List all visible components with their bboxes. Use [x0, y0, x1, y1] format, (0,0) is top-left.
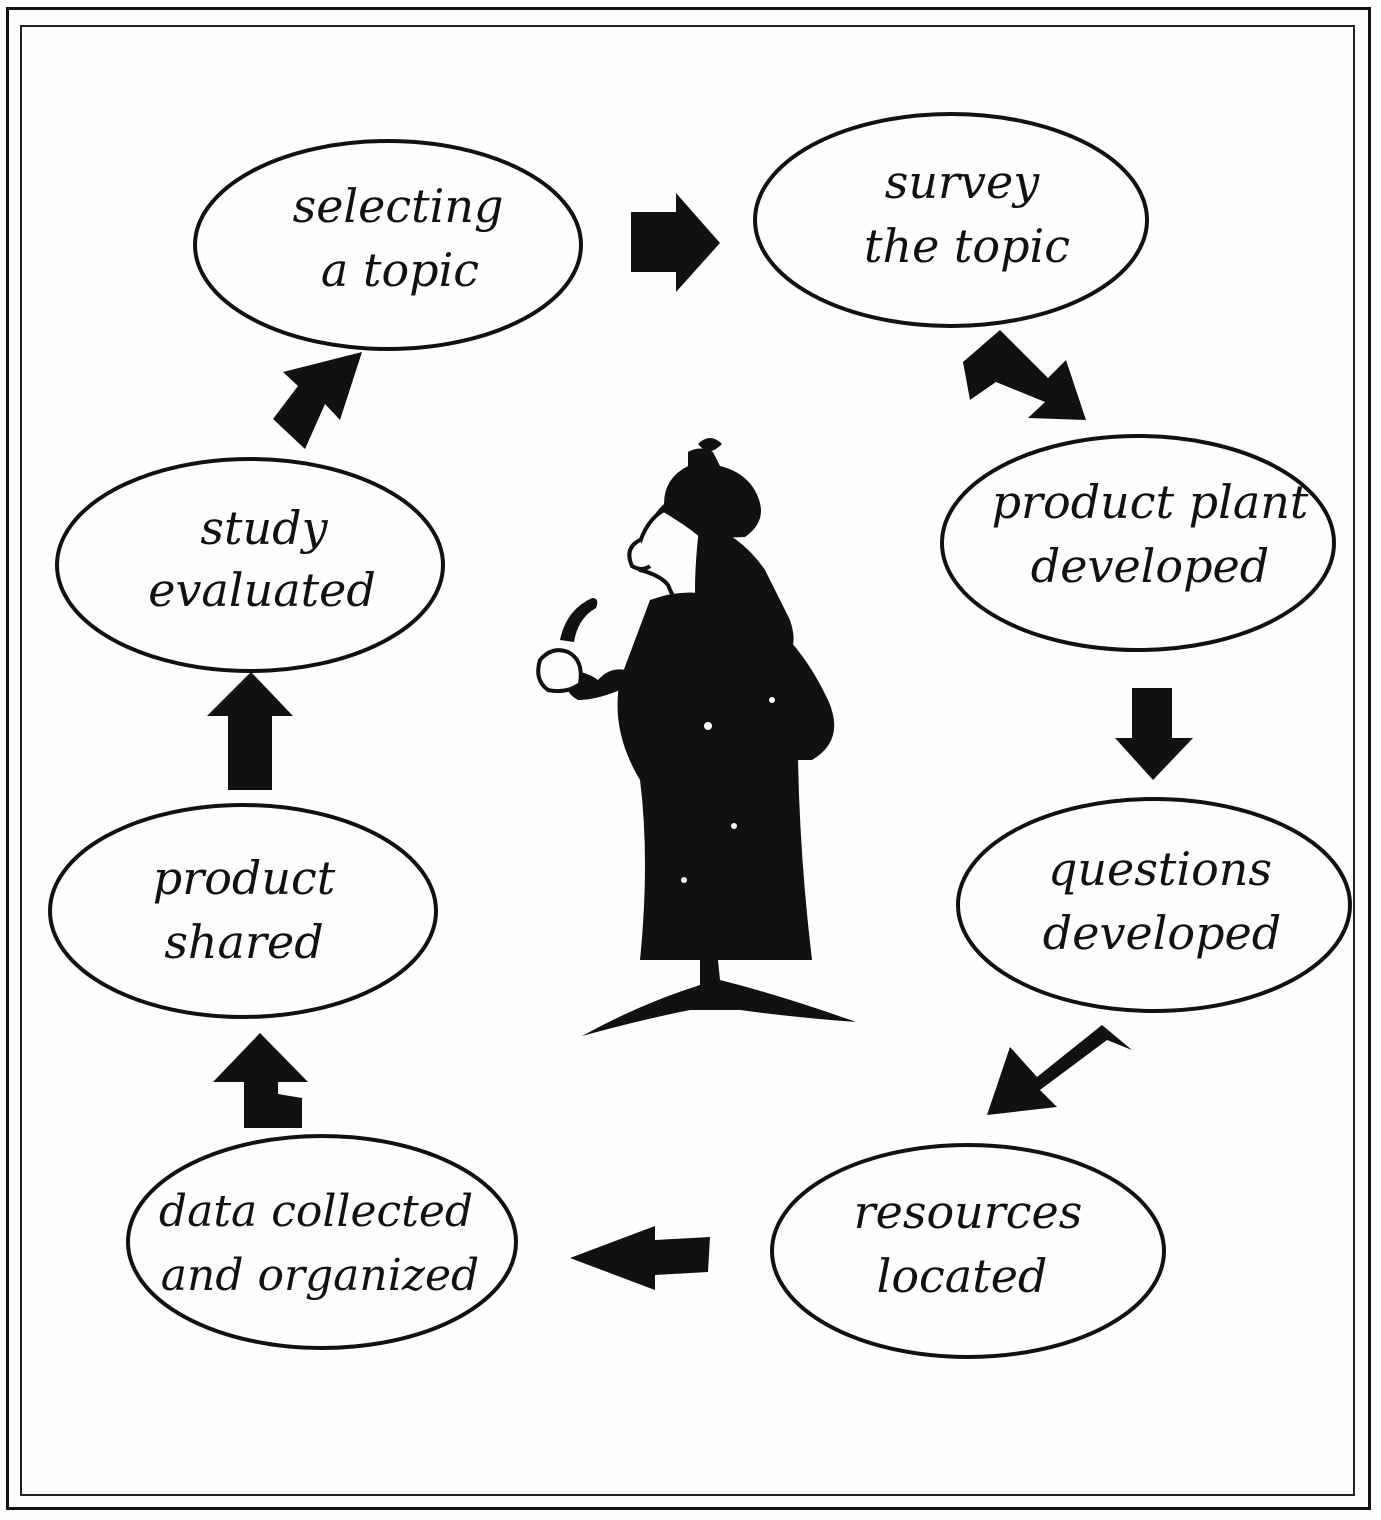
node-selecting-topic-line1: selecting	[293, 179, 504, 233]
node-survey-topic-ellipse	[753, 112, 1149, 328]
node-data-collected-ellipse	[126, 1134, 518, 1350]
node-product-shared-line1: product	[153, 851, 336, 905]
inner-border	[20, 25, 1355, 1496]
arrow-right-icon	[631, 193, 720, 292]
node-selecting-topic-ellipse	[193, 139, 583, 351]
node-data-collected-line2: and organized	[161, 1250, 479, 1301]
arrow-down-icon	[1115, 688, 1193, 780]
node-questions-ellipse	[956, 797, 1352, 1013]
arrow-up-bent-icon	[213, 1033, 308, 1128]
node-study-evaluated-ellipse	[55, 457, 445, 673]
node-study-evaluated: study evaluated	[55, 457, 445, 673]
node-product-plant-line1: product plant	[992, 475, 1309, 529]
node-survey-topic-line2: the topic	[864, 219, 1070, 273]
node-study-evaluated-line1: study	[200, 501, 328, 555]
arrow-down-right-icon	[963, 330, 1086, 420]
node-questions-line1: questions	[1048, 842, 1272, 896]
arrow-up-icon	[207, 672, 293, 790]
arrow-left-icon	[570, 1226, 710, 1290]
node-resources-ellipse	[770, 1143, 1166, 1359]
node-resources: resources located	[770, 1143, 1166, 1359]
node-survey-topic: survey the topic	[753, 112, 1149, 328]
detective-illustration	[536, 438, 856, 1036]
node-resources-line2: located	[877, 1249, 1048, 1303]
node-product-plant-ellipse	[940, 434, 1336, 652]
node-product-shared-ellipse	[48, 803, 438, 1019]
node-questions-line2: developed	[1043, 906, 1281, 960]
node-resources-line1: resources	[854, 1185, 1083, 1239]
node-survey-topic-line1: survey	[885, 155, 1040, 209]
node-study-evaluated-line2: evaluated	[148, 563, 376, 617]
node-product-shared-line2: shared	[164, 915, 323, 969]
arrow-down-left-icon	[987, 1025, 1132, 1115]
node-questions: questions developed	[956, 797, 1352, 1013]
node-product-shared: product shared	[48, 803, 438, 1019]
node-product-plant: product plant developed	[940, 434, 1336, 652]
node-data-collected-line1: data collected	[159, 1186, 473, 1237]
node-product-plant-line2: developed	[1031, 539, 1269, 593]
node-selecting-topic: selecting a topic	[193, 139, 583, 351]
outer-border	[6, 7, 1371, 1510]
node-data-collected: data collected and organized	[126, 1134, 518, 1350]
arrow-up-right-icon	[273, 352, 362, 449]
node-selecting-topic-line2: a topic	[321, 243, 479, 297]
